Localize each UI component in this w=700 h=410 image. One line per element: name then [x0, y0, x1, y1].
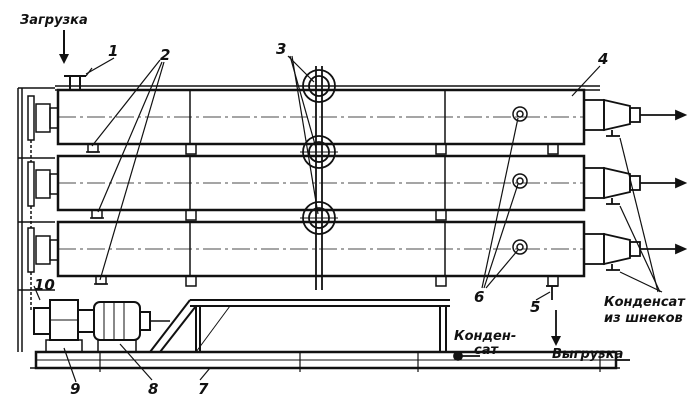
loading-label: Загрузка [20, 13, 88, 28]
screw-condensate-label-line2: из шнеков [604, 311, 683, 326]
support-truss [149, 299, 450, 353]
condensate-label-line2: сат [474, 343, 499, 358]
gearbox [33, 299, 95, 353]
callout-10: 10 [34, 276, 55, 294]
leader-lines [33, 55, 663, 383]
callout-2: 2 [160, 46, 170, 64]
unloading-nozzle [546, 285, 561, 346]
left-drive-frame [17, 87, 55, 352]
unloading-label: Выгрузка [552, 347, 623, 362]
condensate-label-line1: Конден- [454, 329, 516, 344]
callout-9: 9 [70, 380, 80, 398]
callout-6: 6 [474, 288, 484, 306]
callout-1: 1 [108, 42, 118, 60]
base-condensate-outlet [453, 351, 630, 361]
base-frame [30, 350, 620, 372]
vessel-bottom [56, 220, 586, 287]
callout-7: 7 [198, 380, 209, 398]
callout-8: 8 [148, 380, 158, 398]
screw-drive-bottom [583, 232, 688, 271]
left-sprockets [27, 95, 59, 312]
callout-3: 3 [276, 40, 286, 58]
screw-condensate-label-line1: Конденсат [604, 295, 686, 310]
loading-nozzle [59, 30, 93, 91]
drive-motor [93, 301, 170, 353]
callout-4: 4 [597, 50, 608, 68]
central-drive [300, 66, 338, 290]
vessel-middle [56, 154, 586, 221]
screw-drive-middle [583, 166, 688, 205]
inspection-ports [512, 106, 528, 255]
bottom-nozzles [86, 143, 108, 285]
screw-drive-top [583, 98, 688, 137]
callout-5: 5 [530, 298, 540, 316]
